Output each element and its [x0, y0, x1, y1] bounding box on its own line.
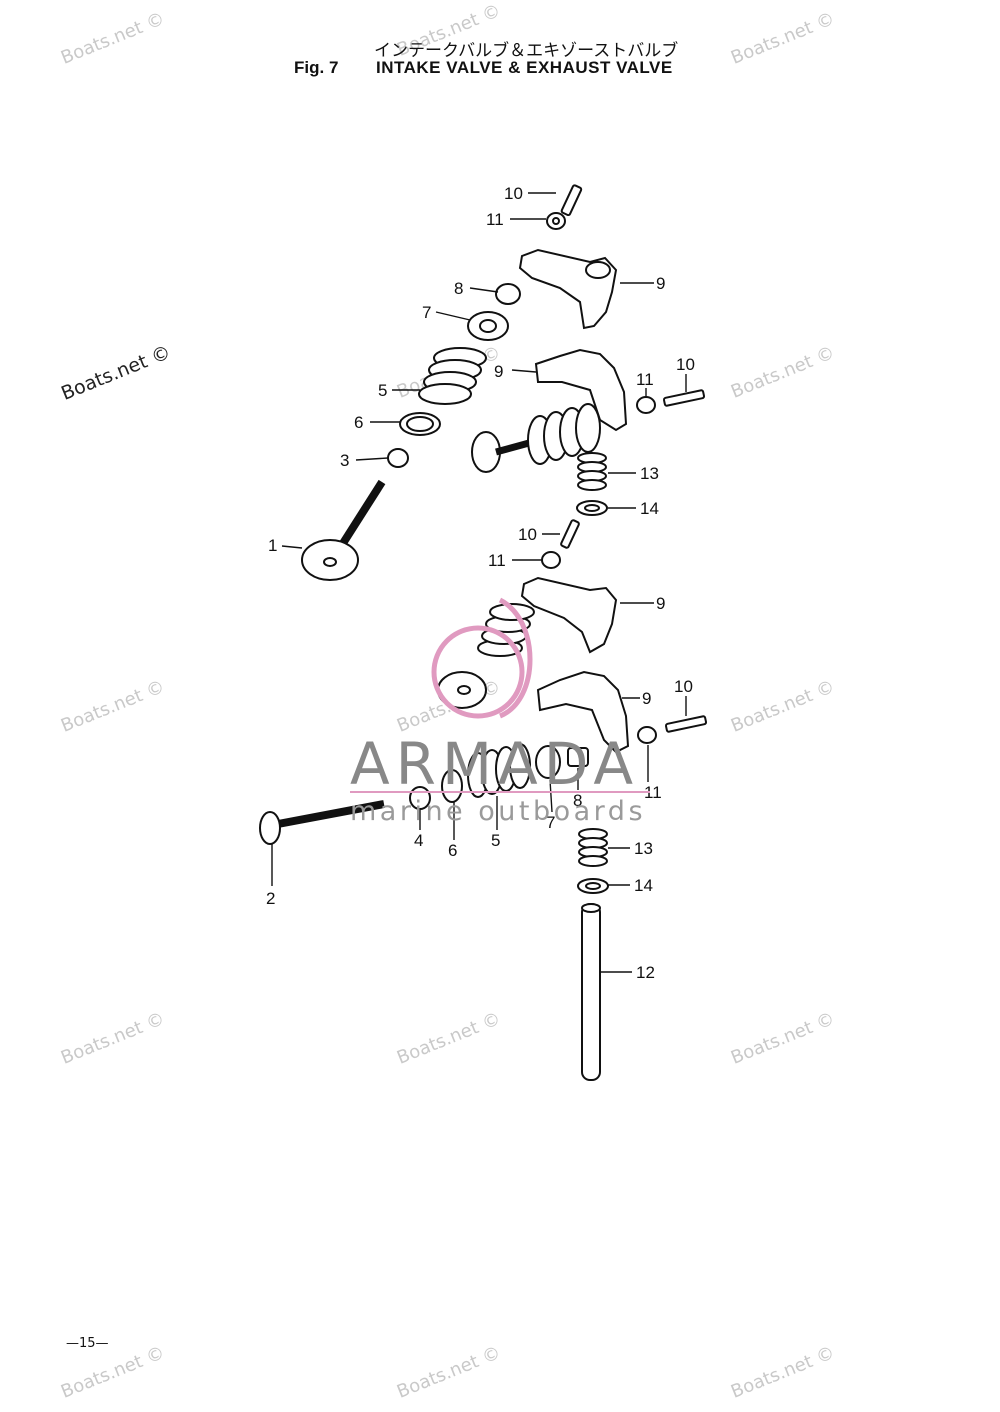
- callout-label: 14: [634, 876, 653, 895]
- valve-assembly: [471, 403, 601, 473]
- valve-spring-5: [467, 743, 531, 798]
- title-english: INTAKE VALVE & EXHAUST VALVE: [376, 58, 673, 77]
- callout-label: 11: [636, 370, 654, 389]
- spring-retainer-7: [535, 745, 561, 779]
- brand-divider: [350, 791, 650, 793]
- stud-bolt-10: [662, 389, 706, 407]
- stud-bolt-10: [664, 715, 708, 733]
- intake-valve-1: [301, 479, 386, 581]
- rocker-arm-9: [534, 348, 628, 432]
- brand-tagline: marine outboards: [350, 796, 647, 827]
- rocker-arm-9: [536, 670, 630, 754]
- spring-retainer-7: [467, 311, 509, 341]
- callout-label: 6: [448, 841, 457, 860]
- stem-seal-3: [387, 448, 409, 468]
- callout-label: 5: [378, 381, 387, 400]
- exhaust-valve-2: [259, 800, 385, 845]
- callout-label: 1: [268, 536, 277, 555]
- page-number: —15—: [66, 1336, 109, 1351]
- washer-14: [577, 878, 609, 894]
- callout-label: 7: [546, 813, 555, 832]
- spring-seat-6: [441, 769, 463, 803]
- callout-label: 8: [573, 791, 582, 810]
- nut-11: [541, 551, 561, 569]
- stud-bolt-10: [560, 519, 580, 549]
- callout-label: 10: [674, 677, 693, 696]
- valve-cotter-8: [495, 283, 521, 305]
- spring-seat-6: [399, 412, 441, 436]
- callout-label: 4: [414, 831, 423, 850]
- armada-logo-mark: [431, 597, 533, 719]
- callout-label: 9: [494, 362, 503, 381]
- callout-label: 10: [504, 184, 523, 203]
- rocker-arm-9: [518, 248, 618, 330]
- spring-13: [577, 452, 607, 491]
- callout-label: 7: [422, 303, 431, 322]
- nut-11: [637, 726, 657, 744]
- nut-11: [546, 212, 566, 230]
- callout-label: 9: [656, 594, 665, 613]
- callout-label: 12: [636, 963, 655, 982]
- callout-label: 8: [454, 279, 463, 298]
- callout-label: 9: [656, 274, 665, 293]
- push-rod-12: [581, 903, 601, 1081]
- callout-label: 10: [518, 525, 537, 544]
- callout-label: 11: [644, 783, 662, 802]
- title-japanese: インテークバルブ＆エキゾーストバルブ: [374, 41, 679, 61]
- valve-spring-5: [418, 347, 487, 405]
- callout-label: 3: [340, 451, 349, 470]
- callout-labels: 10 11 9 8 7 9 11 10 5 6 3 13 14 1 10 11 …: [266, 184, 695, 982]
- callout-label: 6: [354, 413, 363, 432]
- spring-13: [578, 828, 608, 867]
- callout-label: 11: [488, 551, 506, 570]
- callout-label: 10: [676, 355, 695, 374]
- callout-label: 5: [491, 831, 500, 850]
- nut-11: [636, 396, 656, 414]
- washer-14: [576, 500, 608, 516]
- valve-cotter-8: [567, 747, 589, 767]
- callout-label: 13: [640, 464, 659, 483]
- stud-bolt-10: [560, 184, 583, 217]
- callout-label: 9: [642, 689, 651, 708]
- brand-wordmark: ARMADA: [350, 730, 640, 798]
- rocker-arm-9: [520, 576, 618, 654]
- callout-label: 11: [486, 210, 504, 229]
- callout-label: 2: [266, 889, 275, 908]
- callout-label: 13: [634, 839, 653, 858]
- callout-label: 14: [640, 499, 659, 518]
- figure-number: Fig. 7: [294, 58, 339, 77]
